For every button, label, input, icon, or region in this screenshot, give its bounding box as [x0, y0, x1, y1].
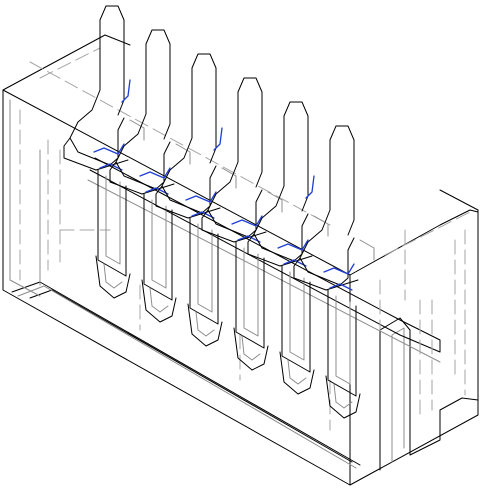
pin-upper-leg [145, 29, 171, 140]
pin-kink [161, 165, 217, 214]
pin-highlight-edge [121, 79, 131, 103]
housing-end-recess-inner [391, 327, 405, 463]
pin-highlight-edge [185, 191, 217, 203]
pin-upper-leg [191, 53, 217, 164]
housing-back-rail [349, 209, 479, 276]
pin-shoulder [109, 161, 175, 195]
pin-upper-leg-back [299, 139, 331, 259]
housing-bottom-rail-inner [29, 289, 353, 463]
pin-tip-inner [333, 383, 353, 409]
hidden-edge [39, 47, 101, 79]
pin-highlight-edge [231, 215, 263, 227]
pin-tail [97, 169, 127, 277]
pin-kink [115, 141, 171, 190]
pin-upper-leg [237, 77, 263, 188]
pin-tail [281, 265, 311, 373]
pin-tip-inner [149, 287, 169, 313]
pin-tip [233, 327, 269, 371]
pin-kink [69, 117, 125, 166]
pin-upper-leg-back [69, 19, 101, 139]
pin-tip [279, 351, 315, 395]
pin-tip-inner [287, 359, 307, 385]
pin-ledge [359, 239, 375, 261]
pin-shoulder [201, 209, 267, 243]
pin-highlight-edge [145, 187, 169, 195]
pin-tip [187, 303, 223, 347]
pin-highlight-edge [191, 211, 215, 219]
pin-highlight-edge [99, 163, 123, 171]
pin-shoulder [63, 137, 129, 171]
housing-bottom-rail-shadow [17, 285, 357, 469]
pin-highlight-edge [283, 259, 307, 267]
pin-highlight-edge [323, 263, 355, 275]
housing-right-face [349, 189, 479, 486]
pin-upper-leg [283, 101, 309, 212]
housing-end-recess [379, 317, 479, 471]
pin-tail [189, 217, 219, 325]
pin-ledge [129, 119, 145, 141]
pin-1 [63, 5, 145, 299]
pin-kink [299, 237, 355, 286]
pin-tail-inner [105, 175, 121, 265]
pin-2 [109, 29, 191, 323]
pin-tail [235, 241, 265, 349]
pin-group [63, 5, 375, 419]
housing [2, 34, 479, 486]
pin-ledge [221, 167, 237, 189]
pin-ledge [313, 215, 329, 237]
pin-tail [327, 289, 357, 397]
pin-shoulder [247, 233, 313, 267]
pin-highlight-edge [213, 127, 223, 151]
latch-bar [89, 157, 441, 353]
pin-upper-leg-back [161, 67, 193, 187]
pin-upper-leg-back [253, 115, 285, 235]
housing-left-cover [9, 99, 41, 297]
pin-upper-leg-back [115, 43, 147, 163]
pin-highlight-edge [93, 143, 125, 155]
housing-bottom-rail [11, 281, 361, 466]
pin-tip-inner [195, 311, 215, 337]
hidden-edge [29, 61, 331, 226]
pin-tip-inner [241, 335, 261, 361]
pin-tip [141, 279, 177, 323]
pin-tip [95, 255, 131, 299]
hidden-edge [384, 211, 471, 256]
pin-highlight-edge [329, 283, 353, 291]
pin-5 [247, 101, 329, 395]
pin-kink [207, 189, 263, 238]
pin-tip [325, 375, 361, 419]
pin-upper-leg-back [207, 91, 239, 211]
pin-ledge [175, 143, 191, 165]
pin-3 [155, 53, 237, 347]
pin-highlight-edge [305, 175, 315, 199]
pin-tail-inner [243, 247, 259, 337]
housing-front-face [2, 89, 351, 486]
pin-tail-inner [289, 271, 305, 361]
pin-highlight-edge [237, 235, 261, 243]
pin-highlight-edge [139, 167, 171, 179]
pin-tail-inner [335, 295, 351, 385]
pin-shoulder [293, 257, 359, 291]
housing-left-face [2, 34, 131, 91]
pin-6 [293, 125, 375, 419]
pin-tip-inner [103, 263, 123, 289]
pin-tail [143, 193, 173, 301]
pin-highlight-edge [277, 239, 309, 251]
pin-shoulder [155, 185, 221, 219]
pin-kink [253, 213, 309, 262]
hidden-edges [19, 47, 471, 431]
pin-ledge [267, 191, 283, 213]
pin-upper-leg [99, 5, 125, 116]
pin-tail-inner [197, 223, 213, 313]
pin-4 [201, 77, 283, 371]
pin-upper-leg [329, 125, 355, 236]
pin-tail-inner [151, 199, 167, 289]
